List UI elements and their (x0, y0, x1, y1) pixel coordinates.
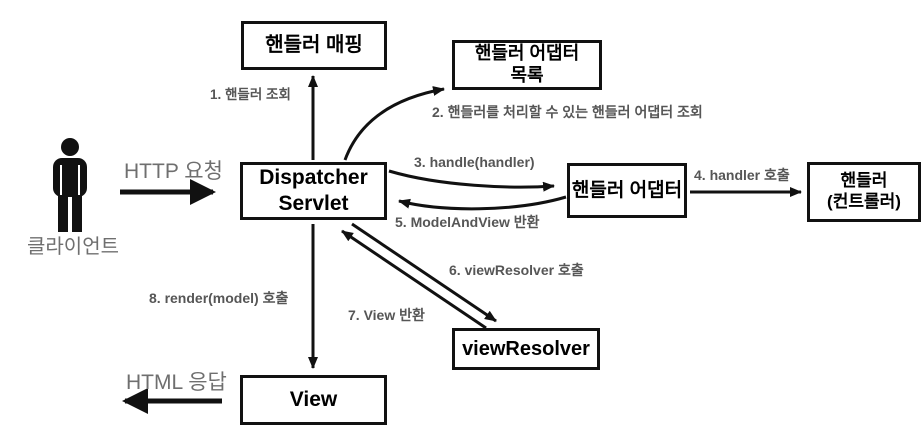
client-person-icon (53, 138, 87, 232)
dispatcher-servlet-label: Dispatcher Servlet (259, 166, 368, 215)
handler-adapter-list-box: 핸들러 어댑터 목록 (452, 40, 602, 90)
step3-label: 3. handle(handler) (414, 154, 535, 170)
step7-label: 7. View 반환 (348, 307, 425, 323)
html-response-label: HTML 응답 (126, 371, 227, 394)
handler-mapping-label: 핸들러 매핑 (265, 34, 363, 57)
dispatcher-servlet-box: Dispatcher Servlet (240, 162, 387, 220)
step2-label: 2. 핸들러를 처리할 수 있는 핸들러 어댑터 조회 (432, 104, 703, 120)
handler-adapter-label: 핸들러 어댑터 (571, 179, 683, 201)
handler-adapter-list-label: 핸들러 어댑터 목록 (474, 43, 580, 85)
arrow-step3 (388, 169, 555, 192)
step5-label: 5. ModelAndView 반환 (395, 214, 540, 230)
step4-label: 4. handler 호출 (694, 167, 790, 183)
arrow-step2 (343, 86, 445, 161)
step6-label: 6. viewResolver 호출 (449, 262, 584, 278)
handler-controller-box: 핸들러 (컨트롤러) (807, 162, 921, 222)
arrow-step5 (398, 195, 567, 211)
arrow-step6 (351, 222, 497, 323)
handler-mapping-box: 핸들러 매핑 (241, 21, 387, 70)
arrow-step7 (341, 229, 487, 330)
view-resolver-box: viewResolver (452, 328, 600, 370)
step1-label: 1. 핸들러 조회 (210, 87, 291, 102)
http-request-label: HTTP 요청 (124, 160, 223, 183)
view-label: View (289, 388, 338, 412)
view-box: View (240, 375, 387, 425)
step8-label: 8. render(model) 호출 (149, 290, 289, 306)
handler-adapter-box: 핸들러 어댑터 (567, 163, 687, 218)
view-resolver-label: viewResolver (462, 337, 590, 360)
handler-controller-label: 핸들러 (컨트롤러) (827, 171, 901, 211)
client-label: 클라이언트 (27, 236, 119, 258)
